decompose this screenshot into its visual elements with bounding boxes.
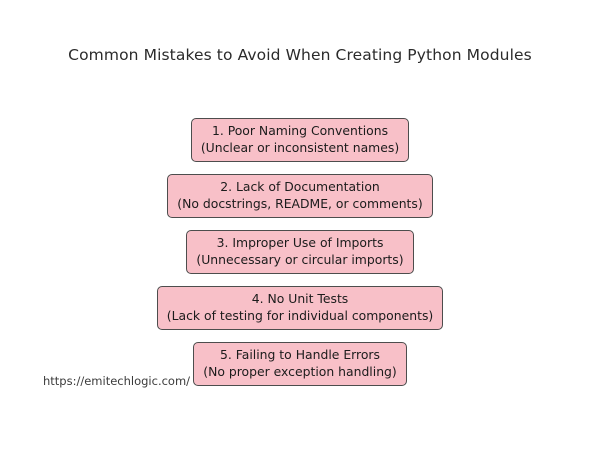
mistake-node-4-detail: (Lack of testing for individual componen… [166,307,434,323]
mistake-node-5-title: 5. Failing to Handle Errors [219,347,380,362]
mistake-node-4: 4. No Unit Tests (Lack of testing for in… [156,286,444,330]
mistake-node-5-detail: (No proper exception handling) [203,363,397,379]
source-url-label: https://emitechlogic.com/ [43,374,191,388]
mistake-node-2-title: 2. Lack of Documentation [220,179,380,194]
mistake-node-3-title: 3. Improper Use of Imports [216,235,384,250]
mistake-node-1-title: 1. Poor Naming Conventions [211,123,389,138]
mistake-node-4-title: 4. No Unit Tests [251,291,349,306]
mistake-node-2: 2. Lack of Documentation (No docstrings,… [167,174,433,218]
mistake-node-list: 1. Poor Naming Conventions (Unclear or i… [0,118,600,398]
mistake-node-2-detail: (No docstrings, README, or comments) [177,195,423,211]
page-title: Common Mistakes to Avoid When Creating P… [68,46,532,64]
mistake-node-1-detail: (Unclear or inconsistent names) [200,139,400,155]
mistake-node-3: 3. Improper Use of Imports (Unnecessary … [186,230,414,274]
mistake-node-1: 1. Poor Naming Conventions (Unclear or i… [190,118,410,162]
mistake-node-5: 5. Failing to Handle Errors (No proper e… [193,342,407,386]
mistake-node-3-detail: (Unnecessary or circular imports) [196,251,404,267]
